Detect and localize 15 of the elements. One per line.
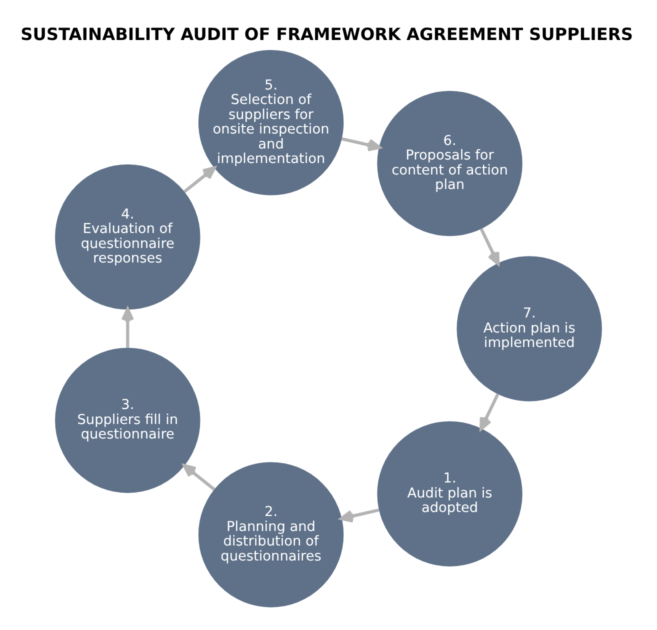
node-circle: 2. Planning and distribution of questionnaires [198, 462, 344, 608]
arrow [480, 393, 500, 430]
node-circle: 7. Action plan is implemented [456, 256, 602, 402]
node-circle: 5. Selection of suppliers for onsite inspection and implementation [198, 50, 344, 196]
diagram-title: SUSTAINABILITY AUDIT OF FRAMEWORK AGREEMENT SUPPLIERS [20, 24, 634, 44]
node-circle: 1. Audit plan is adopted [377, 421, 522, 567]
arrow [340, 508, 380, 522]
node-circle: 3. Suppliers fill in questionnaire [55, 348, 200, 493]
arrow [182, 464, 216, 491]
arrow [183, 166, 216, 194]
node-circle: 6. Proposals for content of action plan [377, 90, 522, 236]
arrow [121, 308, 134, 348]
node-circle: 4. Evaluation of questionnaire responses [55, 164, 200, 310]
arrow [480, 228, 500, 266]
arrow [341, 137, 381, 152]
